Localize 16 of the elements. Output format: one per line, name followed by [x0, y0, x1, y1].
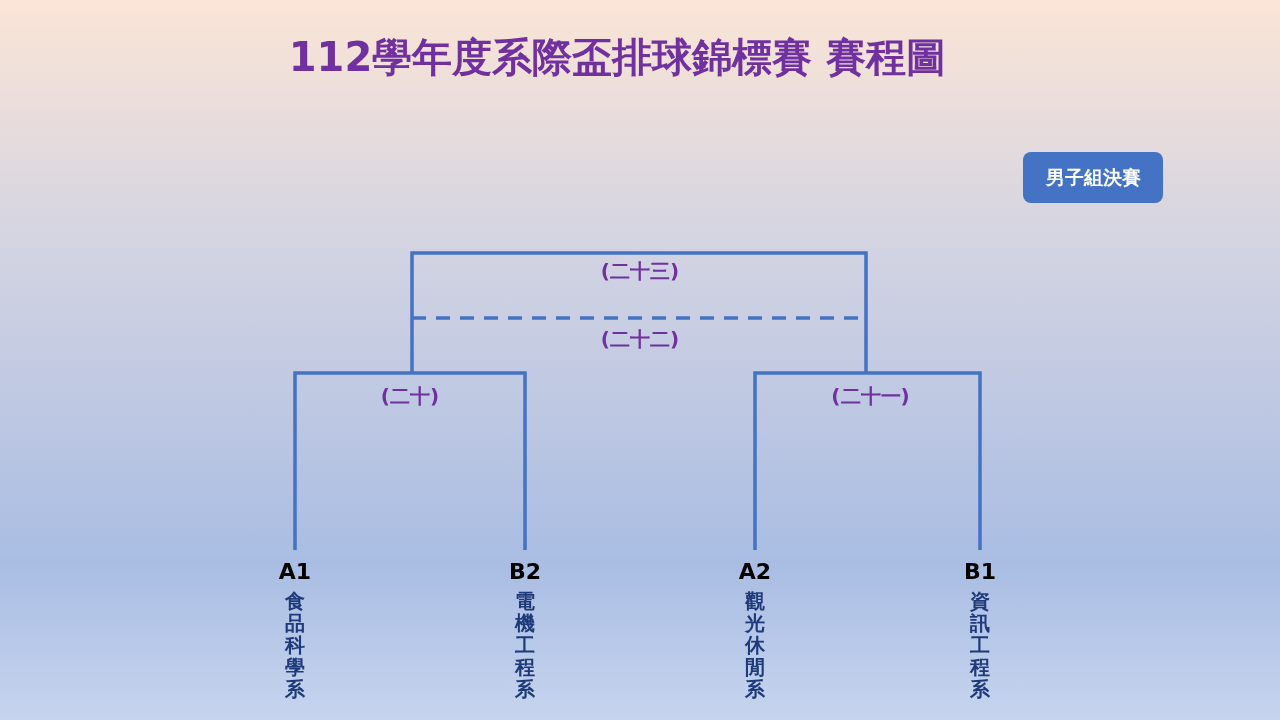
title: 112學年度系際盃排球錦標賽 賽程圖 — [287, 33, 948, 82]
match-label: (二十三) — [600, 258, 680, 285]
seed-code: A1 — [278, 560, 312, 585]
edge-label: (二十) — [380, 383, 440, 410]
team-name: 食品科學系 — [285, 590, 305, 701]
match-label: (二十二) — [600, 326, 680, 353]
seed-code: B1 — [963, 560, 997, 585]
bracket-line — [753, 371, 982, 550]
team-name: 觀光休閒系 — [745, 590, 765, 701]
team-name: 資訊工程系 — [970, 590, 990, 701]
category-badge: 男子組決賽 — [1023, 152, 1163, 203]
edge-label: (二十一) — [831, 383, 910, 410]
bracket-line — [293, 371, 527, 550]
team-name: 電機工程系 — [515, 590, 535, 701]
seed-code: A2 — [738, 560, 772, 585]
seed-code: B2 — [508, 560, 542, 585]
